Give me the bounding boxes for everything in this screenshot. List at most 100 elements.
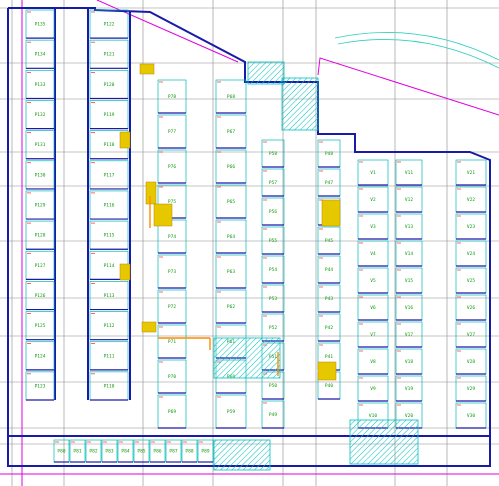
bay-p116-label: P116 [104, 203, 115, 209]
bay-p57-label: P57 [269, 180, 277, 186]
bay-p114-label: P114 [104, 263, 115, 269]
bay-v20-label: V20 [405, 413, 413, 419]
middle-bays: P78P77P76P75P74P73P72P71P70P69P68P67P66P… [157, 79, 341, 429]
bay-p69-label: P69 [168, 409, 176, 415]
bay-p78-label: P78 [168, 94, 176, 100]
bay-p88-label: P88 [185, 449, 193, 455]
bay-v11-label: V11 [405, 170, 413, 176]
bay-p81-label: P81 [73, 449, 81, 455]
bay-v13-label: V13 [405, 224, 413, 230]
bay-v7-label: V7 [370, 332, 376, 338]
bay-v3-label: V3 [370, 224, 376, 230]
bay-p48-label: P48 [325, 151, 333, 157]
bay-p134-label: P134 [35, 52, 46, 58]
bay-p76-label: P76 [168, 164, 176, 170]
bay-p117-label: P117 [104, 172, 115, 178]
bay-p75-label: P75 [168, 199, 176, 205]
bay-p53-label: P53 [269, 296, 277, 302]
bay-p43-label: P43 [325, 296, 333, 302]
bay-p74-label: P74 [168, 234, 176, 240]
bay-v4-label: V4 [370, 251, 376, 257]
road-curve-inner [337, 39, 499, 69]
bay-p72-label: P72 [168, 304, 176, 310]
bay-p71-label: P71 [168, 339, 176, 345]
bay-v30-label: V30 [467, 413, 475, 419]
bay-p49-label: P49 [269, 412, 277, 418]
bay-p44-label: P44 [325, 267, 333, 273]
bay-v23-label: V23 [467, 224, 475, 230]
bay-p67-label: P67 [227, 129, 235, 135]
bay-p111-label: P111 [104, 353, 115, 359]
bay-v24-label: V24 [467, 251, 475, 257]
bay-p128-label: P128 [35, 233, 46, 239]
bay-p42-label: P42 [325, 325, 333, 331]
bay-p112-label: P112 [104, 323, 115, 329]
bay-p63-label: P63 [227, 269, 235, 275]
bay-p123-label: P123 [35, 383, 46, 389]
bay-v22-label: V22 [467, 197, 475, 203]
bay-p86-label: P86 [153, 449, 161, 455]
bay-v8-label: V8 [370, 359, 376, 365]
bay-p80-label: P80 [57, 449, 65, 455]
bay-p77-label: P77 [168, 129, 176, 135]
bay-p54-label: P54 [269, 267, 277, 273]
bay-p68-label: P68 [227, 94, 235, 100]
bay-p59-label: P59 [227, 409, 235, 415]
hatched-void-lower [213, 439, 271, 471]
bay-p126-label: P126 [35, 293, 46, 299]
bay-p132-label: P132 [35, 112, 46, 118]
bay-v2-label: V2 [370, 197, 376, 203]
bay-p73-label: P73 [168, 269, 176, 275]
bay-p121-label: P121 [104, 52, 115, 58]
bay-p62-label: P62 [227, 304, 235, 310]
bay-p52-label: P52 [269, 325, 277, 331]
bay-p65-label: P65 [227, 199, 235, 205]
bay-p115-label: P115 [104, 233, 115, 239]
bay-v21-label: V21 [467, 170, 475, 176]
bay-p64-label: P64 [227, 234, 235, 240]
hatched-void-top [247, 61, 285, 85]
bay-p124-label: P124 [35, 353, 46, 359]
bay-v19-label: V19 [405, 386, 413, 392]
bay-p120-label: P120 [104, 82, 115, 88]
bay-v18-label: V18 [405, 359, 413, 365]
accent-lines [149, 196, 279, 376]
bay-v25-label: V25 [467, 278, 475, 284]
bay-p66-label: P66 [227, 164, 235, 170]
hatched-void-stair [281, 77, 319, 131]
right-bays: V1V2V3V4V5V6V7V8V9V10V11V12V13V14V15V16V… [357, 159, 487, 429]
bay-v16-label: V16 [405, 305, 413, 311]
bay-p119-label: P119 [104, 112, 115, 118]
bay-v14-label: V14 [405, 251, 413, 257]
bay-p84-label: P84 [121, 449, 129, 455]
bay-v27-label: V27 [467, 332, 475, 338]
hatched-void-bottom-right [349, 419, 419, 465]
bay-p131-label: P131 [35, 142, 46, 148]
bay-v1-label: V1 [370, 170, 376, 176]
bay-p87-label: P87 [169, 449, 177, 455]
bay-p89-label: P89 [201, 449, 209, 455]
bay-v26-label: V26 [467, 305, 475, 311]
road-curve [334, 32, 499, 61]
hatched-void-center [213, 337, 281, 379]
bay-p47-label: P47 [325, 180, 333, 186]
bay-p135-label: P135 [35, 22, 46, 28]
bay-p133-label: P133 [35, 82, 46, 88]
bay-p118-label: P118 [104, 142, 115, 148]
bay-p55-label: P55 [269, 238, 277, 244]
bay-p85-label: P85 [137, 449, 145, 455]
bay-v9-label: V9 [370, 386, 376, 392]
bay-p129-label: P129 [35, 203, 46, 209]
bay-v28-label: V28 [467, 359, 475, 365]
bay-p50-label: P50 [269, 383, 277, 389]
bay-p83-label: P83 [105, 449, 113, 455]
bay-v5-label: V5 [370, 278, 376, 284]
bay-p113-label: P113 [104, 293, 115, 299]
bay-p56-label: P56 [269, 209, 277, 215]
stairs [119, 63, 341, 381]
bay-v15-label: V15 [405, 278, 413, 284]
